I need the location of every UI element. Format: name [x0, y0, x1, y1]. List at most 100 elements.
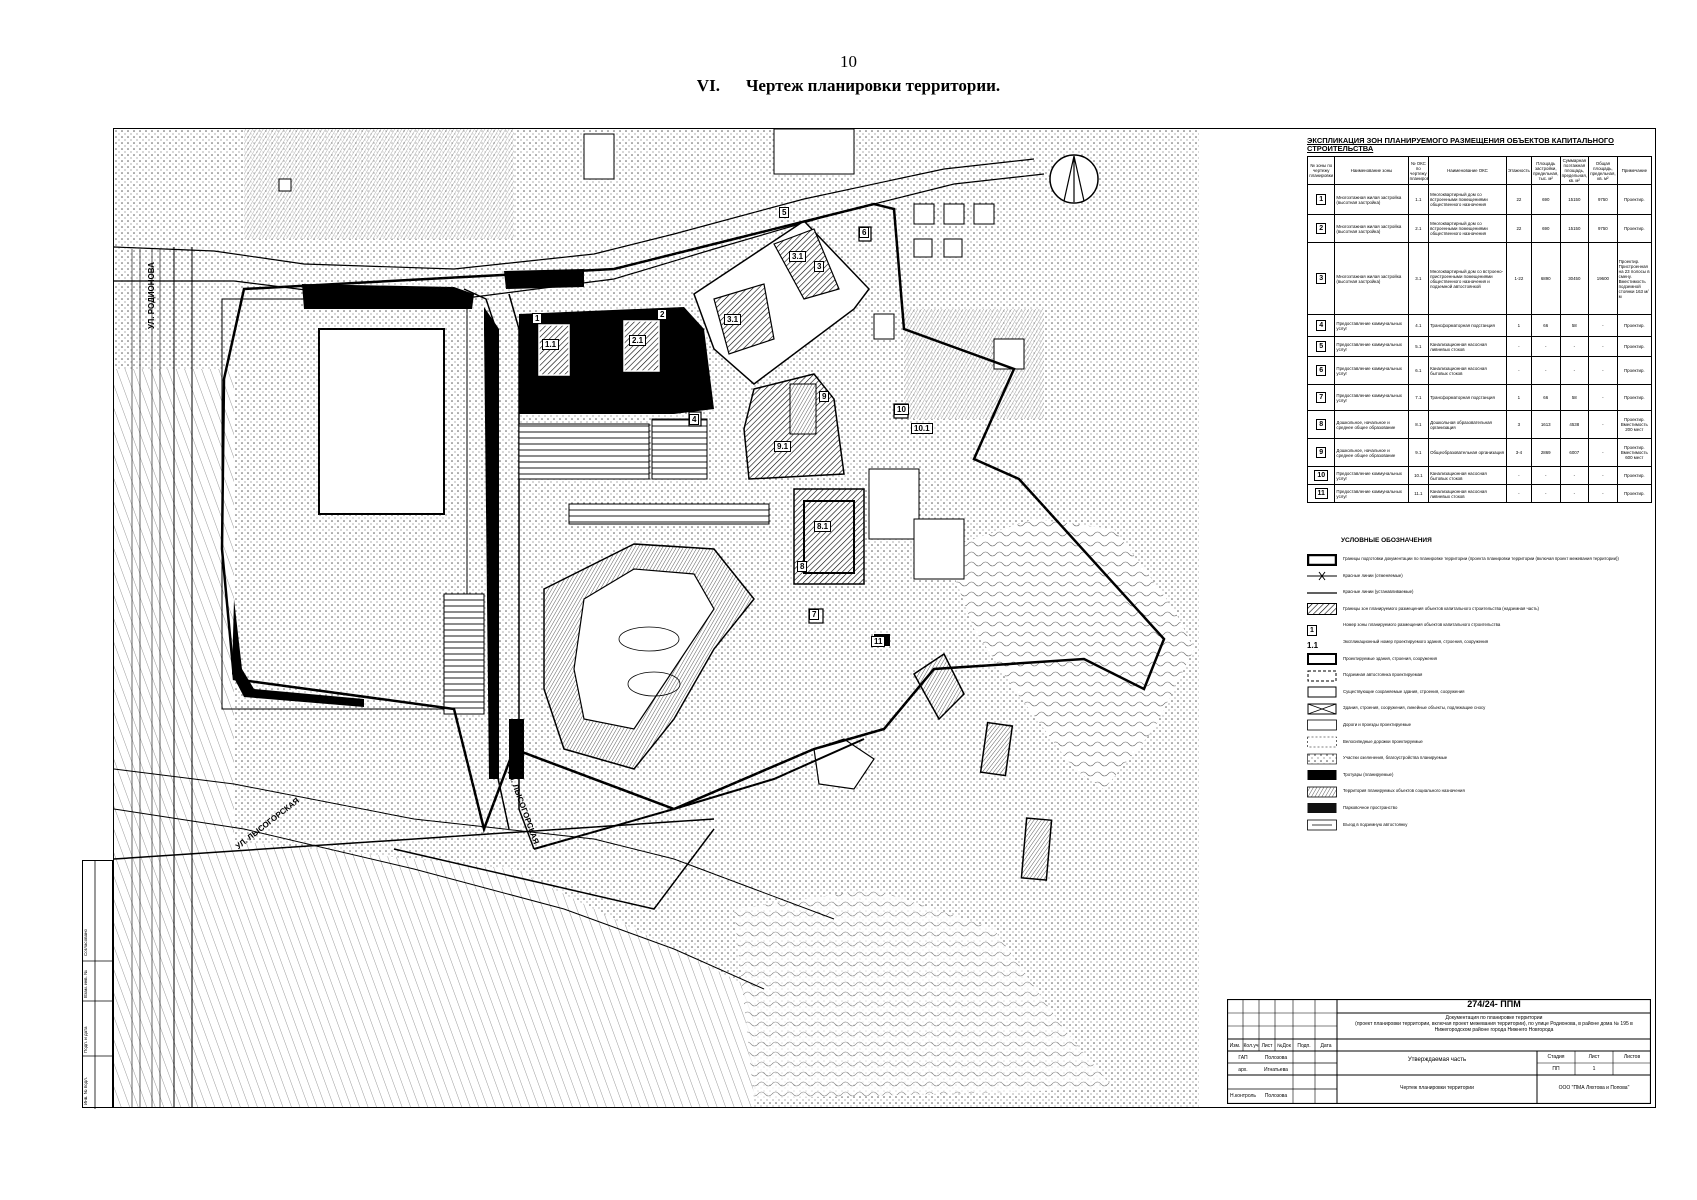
explication-header-row: № зоны по чертежу планировки Наименовани… — [1306, 156, 1653, 185]
zone-label-5: 5 — [779, 207, 790, 218]
stamp-code: 274/24- ППМ — [1467, 999, 1521, 1009]
hatch-icon — [1307, 602, 1337, 616]
legend-item-red-line-set: Красные линии (устанавливаемые) — [1307, 585, 1652, 598]
side-stamp: Согласовано Взам. инв. № Подп. и дата Ин… — [82, 860, 114, 1109]
bike-path-icon — [1307, 735, 1337, 748]
table-row: 9 Дошкольное, начальное и среднее общее … — [1306, 438, 1653, 467]
building-label-8-1: 8.1 — [814, 521, 832, 532]
green-area-icon — [1307, 752, 1337, 764]
legend-item-entry: Въезд в подземную автостоянку — [1307, 818, 1652, 831]
side-stamp-sign-date: Подп. и дата — [83, 1026, 88, 1053]
zone-label-2: 2 — [657, 309, 668, 320]
social-area-icon — [1307, 785, 1337, 798]
building-label-3-1-b: 3.1 — [789, 251, 807, 262]
parking-icon — [1307, 801, 1337, 814]
col-total-area: Суммарная поэтажная площадь, предельная,… — [1559, 156, 1590, 185]
building-label-1-1: 1.1 — [542, 339, 560, 350]
page-title-text: Чертеж планировки территории. — [745, 76, 1001, 95]
sidewalk-icon — [1307, 768, 1337, 781]
zone-label-8: 8 — [797, 561, 808, 572]
col-area: Площадь застройки, предельная, тыс. м² — [1530, 156, 1561, 185]
table-row: 5 Предоставление коммунальных услуг 5.1 … — [1306, 336, 1653, 357]
col-common-area: Общая площадь, предельная, кв. м² — [1588, 156, 1618, 185]
street-label-rodionova: УЛ. РОДИОНОВА — [147, 262, 156, 329]
cancelled-line-icon — [1307, 569, 1337, 581]
building-label-3-1-a: 3.1 — [724, 314, 742, 325]
explication-panel: ЭКСПЛИКАЦИЯ ЗОН ПЛАНИРУЕМОГО РАЗМЕЩЕНИЯ … — [1306, 136, 1653, 503]
table-row: 7 Предоставление коммунальных услуг 7.1 … — [1306, 384, 1653, 411]
private-sector-southwest — [114, 829, 754, 1107]
project-boundary — [220, 202, 1166, 834]
building-3-1-a — [713, 283, 775, 355]
entry-icon — [1307, 818, 1337, 831]
legend-item-cross-rect: Здания, строения, сооружения, линейные о… — [1307, 701, 1652, 715]
legend-item-social: Территория планируемых объектов социальн… — [1307, 784, 1652, 798]
line-icon — [1307, 586, 1337, 598]
stamp-desc-2: (проект планировки территории, включая п… — [1355, 1021, 1633, 1033]
parking-center — [518, 423, 650, 480]
cross-rect-icon — [1307, 702, 1337, 715]
side-stamp-replacement: Взам. инв. № — [83, 970, 88, 998]
table-row: 2 Многоэтажная жилая застройка (высотная… — [1306, 214, 1653, 243]
page-title-number: VI. — [696, 76, 720, 95]
ravine-south — [734, 889, 1114, 1099]
col-floors: Этажность — [1505, 156, 1532, 185]
boundary-icon — [1306, 553, 1338, 566]
building-2-1 — [623, 320, 660, 372]
legend-item-hatch-zone: Границы зон планируемого размещения объе… — [1307, 602, 1652, 616]
legend-item-green: Участки озеленения, благоустройства план… — [1307, 751, 1652, 764]
table-row: 10 Предоставление коммунальных услуг 10.… — [1306, 466, 1653, 485]
building-3-1-b — [773, 228, 840, 300]
table-row: 11 Предоставление коммунальных услуг 11.… — [1306, 484, 1653, 503]
legend-item-bold-rect: Проектируемые здания, строения, сооружен… — [1307, 652, 1652, 666]
legend-title: УСЛОВНЫЕ ОБОЗНАЧЕНИЯ — [1341, 537, 1432, 544]
thin-rect-icon — [1307, 685, 1337, 698]
page-number: 10 — [840, 52, 857, 71]
zone-label-11: 11 — [871, 636, 886, 647]
stamp-desc-1: Документация по планировке территории — [1445, 1015, 1543, 1021]
legend-item-road: Дороги и проезды проектируемые — [1307, 718, 1652, 731]
col-zone-no: № зоны по чертежу планировки — [1306, 156, 1336, 185]
legend-item-sidewalk: Тротуары (планируемые) — [1307, 768, 1652, 781]
building-label-10-1: 10.1 — [911, 423, 933, 434]
table-row: 1 Многоэтажная жилая застройка (высотная… — [1306, 184, 1653, 215]
legend-item-dashed-rect: Подземная автостоянка проектируемая — [1307, 668, 1652, 682]
zone-number-icon: 1 — [1307, 619, 1337, 636]
legend-panel: УСЛОВНЫЕ ОБОЗНАЧЕНИЯ Границы подготовки … — [1306, 537, 1652, 834]
legend-item-expl-number: 1.1 Экспликационный номер проектируемого… — [1307, 635, 1652, 651]
building-label-9-1: 9.1 — [774, 441, 792, 452]
table-row: 4 Предоставление коммунальных услуг 4.1 … — [1306, 314, 1653, 337]
explication-title: ЭКСПЛИКАЦИЯ ЗОН ПЛАНИРУЕМОГО РАЗМЕЩЕНИЯ … — [1307, 136, 1614, 153]
stamp-part: Утверждаемая часть — [1407, 1057, 1467, 1063]
zone-label-9: 9 — [819, 391, 830, 402]
bold-rect-icon — [1307, 652, 1337, 666]
table-row: 8 Дошкольное, начальное и среднее общее … — [1306, 410, 1653, 439]
existing-building-large — [318, 328, 445, 515]
title-block: 274/24- ППМ Документация по планировке т… — [1227, 999, 1651, 1104]
table-row: 3 Многоэтажная жилая застройка (высотная… — [1306, 242, 1653, 315]
dashed-rect-icon — [1307, 669, 1337, 682]
side-stamp-agreed: Согласовано — [83, 928, 88, 956]
legend-item-parking: Парковочное пространство — [1307, 801, 1652, 814]
drawing-frame: УЛ. РОДИОНОВА УЛ. ЛЫСОГОРСКАЯ УЛ. ЛЫСОГО… — [113, 128, 1656, 1108]
north-arrow-icon — [1049, 154, 1099, 204]
page-title: VI. Чертеж планировки территории. — [0, 76, 1697, 96]
ravine-east — [944, 519, 1194, 789]
zone-label-6: 6 — [859, 227, 870, 238]
col-oks-name: Наименование ОКС — [1428, 156, 1507, 185]
parking-left — [443, 593, 485, 715]
road-icon — [1307, 718, 1337, 731]
legend-item-zone-number: 1 Номер зоны планируемого размещения объ… — [1307, 618, 1652, 636]
planning-map — [114, 129, 1199, 1107]
zone-label-7: 7 — [809, 609, 820, 620]
building-1-1 — [538, 324, 570, 376]
explication-table: № зоны по чертежу планировки Наименовани… — [1306, 156, 1653, 503]
stamp-org: ООО "ПМА Ляхтова и Попова" — [1558, 1085, 1630, 1091]
zone-label-10: 10 — [894, 404, 909, 415]
col-zone-name: Наименование зоны — [1334, 156, 1409, 185]
legend-item-thin-rect: Существующие сохраняемые здания, строени… — [1307, 685, 1652, 698]
legend-item-red-line-cancel: Красные линии (отменяемые) — [1307, 569, 1652, 582]
zone-label-3: 3 — [814, 261, 825, 272]
table-row: 6 Предоставление коммунальных услуг 6.1 … — [1306, 356, 1653, 385]
zone-label-1: 1 — [532, 313, 543, 324]
